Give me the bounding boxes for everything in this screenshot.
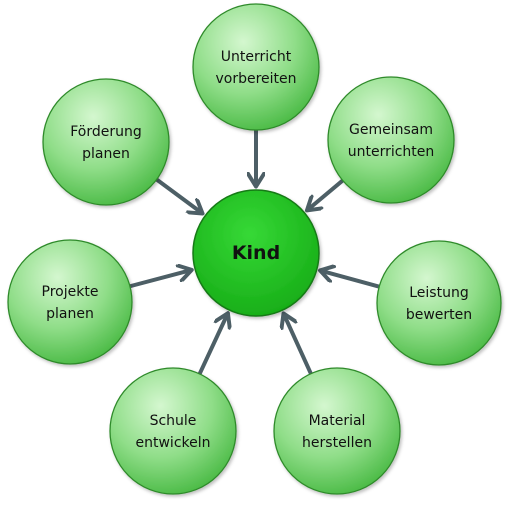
node-label-line: planen (46, 306, 94, 322)
node-label-line: planen (82, 146, 130, 162)
node-unterricht-vorbereiten: Unterricht vorbereiten (192, 3, 320, 131)
arrow-foerderung-planen (153, 176, 200, 212)
arrow-material-herstellen (285, 317, 314, 377)
arrow-leistung-bewerten (324, 271, 383, 289)
center-label: Kind (232, 242, 280, 264)
connector-arrows (127, 127, 383, 377)
node-circle (192, 3, 320, 131)
node-label-line: Material (309, 413, 366, 429)
node-leistung-bewerten: Leistung bewerten (376, 240, 502, 366)
node-label-line: herstellen (302, 435, 372, 451)
center-circle (192, 189, 320, 317)
node-label-line: Förderung (70, 124, 142, 140)
node-label-line: vorbereiten (215, 71, 296, 87)
node-label-line: Gemeinsam (349, 122, 433, 138)
node-circle (376, 240, 502, 366)
node-circle (7, 239, 133, 365)
center-node: Kind (192, 189, 320, 317)
node-label-line: Leistung (409, 285, 468, 301)
arrow-gemeinsam-unterrichten (310, 177, 346, 208)
node-label-line: bewerten (406, 307, 472, 323)
node-label-line: Unterricht (221, 49, 292, 65)
node-schule-entwickeln: Schule entwickeln (109, 367, 237, 495)
node-circle (109, 367, 237, 495)
node-label-line: Projekte (42, 284, 99, 300)
node-label-line: Schule (150, 413, 197, 429)
node-circle (42, 78, 170, 206)
node-gemeinsam-unterrichten: Gemeinsam unterrichten (327, 76, 455, 204)
node-circle (327, 76, 455, 204)
arrow-schule-entwickeln (197, 316, 226, 377)
node-projekte-planen: Projekte planen (7, 239, 133, 365)
node-label-line: unterrichten (348, 144, 435, 160)
node-label-line: entwickeln (136, 435, 211, 451)
node-material-herstellen: Material herstellen (273, 367, 401, 495)
arrow-projekte-planen (127, 271, 188, 289)
node-circle (273, 367, 401, 495)
node-foerderung-planen: Förderung planen (42, 78, 170, 206)
